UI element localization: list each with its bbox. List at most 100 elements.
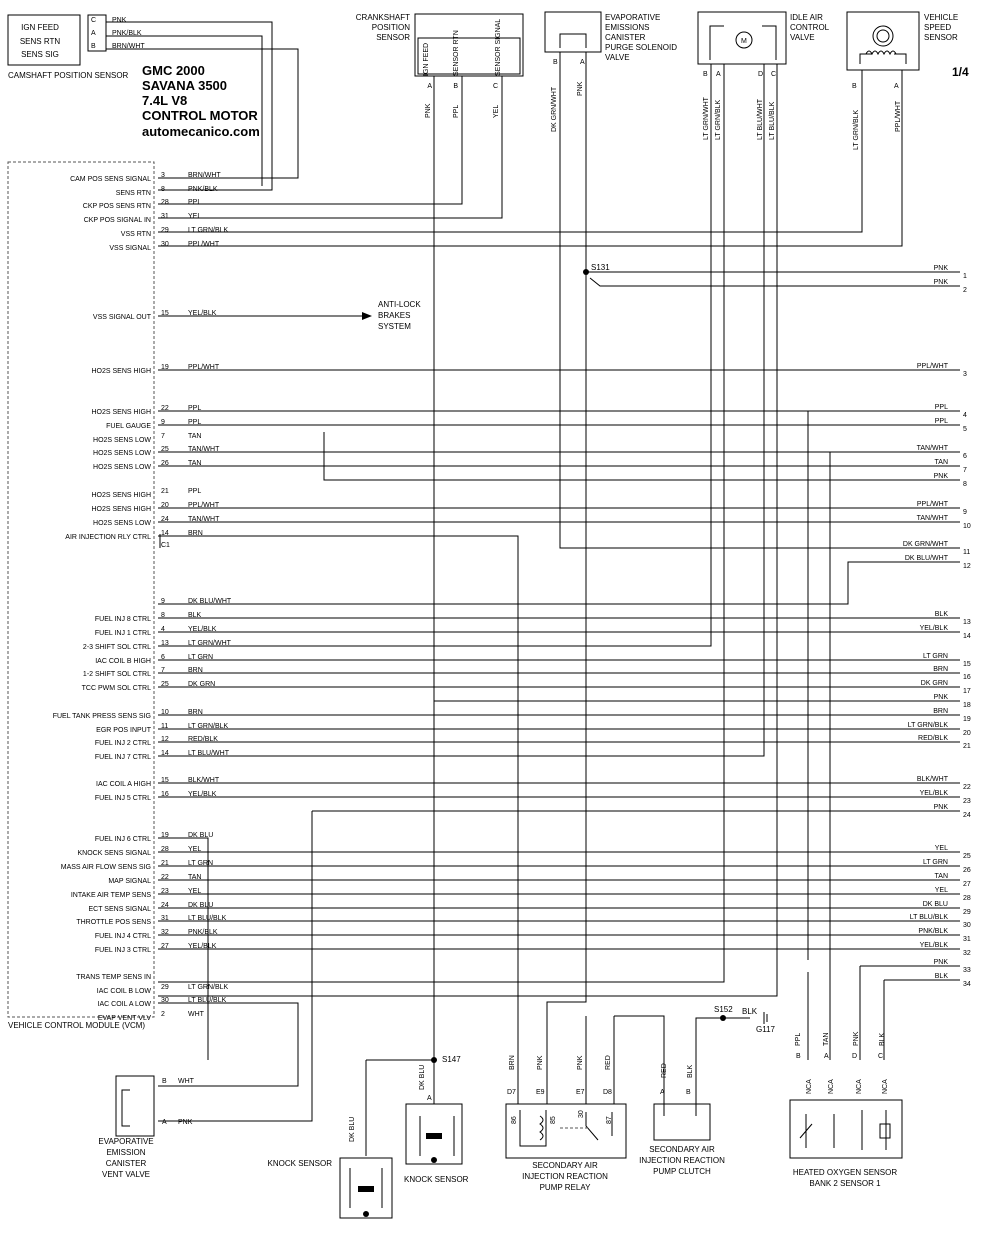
right-edge-wire: YEL/BLK (920, 625, 949, 632)
vcm-pin-number: 19 (161, 364, 169, 371)
vcm-pin-number: 9 (161, 598, 165, 605)
vcm-pin-label: FUEL TANK PRESS SENS SIG (53, 713, 151, 720)
vcm-pin-label: HO2S SENS LOW (93, 520, 151, 527)
vcm-pin-number: 11 (161, 723, 168, 730)
knock-sensor-2: DK BLU A KNOCK SENSOR (404, 1065, 469, 1184)
vcm-pin-number: 6 (161, 654, 165, 661)
clutch-wire-1: RED (661, 1063, 668, 1078)
ckp-wire-2: PPL (453, 105, 460, 118)
vehicle-speed-sensor: VEHICLE SPEED SENSOR B A LT GRN/BLK PPL/… (846, 11, 958, 150)
knock1-wire: DK BLU (349, 1117, 356, 1142)
iac-pin-b: B (703, 71, 708, 78)
vss-pin-b: B (852, 83, 857, 90)
abs-l1: ANTI-LOCK (378, 300, 421, 309)
vcm-pin-label: SENS RTN (116, 190, 151, 197)
vss-name-2: SPEED (924, 23, 951, 32)
vcm-pin-number: 28 (161, 199, 169, 206)
right-edge-wire: PPL/WHT (917, 501, 949, 508)
vcm-pin-number: 8 (161, 186, 165, 193)
vcm-pin-label: TRANS TEMP SENS IN (76, 974, 151, 981)
right-edge-wire: BRN (933, 708, 948, 715)
vcm-pin-label: FUEL INJ 5 CTRL (95, 795, 151, 802)
knock-sensor-1: DK BLU KNOCK SENSOR (268, 1117, 393, 1219)
evap-vent-valve: B WHT A PNK EVAPORATIVE EMISSION CANISTE… (98, 1075, 195, 1179)
right-edge-number: 25 (963, 853, 971, 860)
vcm-pin-label: HO2S SENS HIGH (91, 506, 151, 513)
vcm-pin-label: 1-2 SHIFT SOL CTRL (83, 671, 151, 678)
right-edge-wire: DK GRN/WHT (903, 541, 949, 548)
right-edge-wire: TAN (935, 459, 948, 466)
relay-name-1: SECONDARY AIR (532, 1161, 598, 1170)
vcm-pin-wire: BLK/WHT (188, 777, 220, 784)
right-edge-wire: YEL (935, 845, 948, 852)
splice-s147: S147 (442, 1055, 461, 1064)
vcm-pin-number: 8 (161, 612, 165, 619)
vent-name-1: EVAPORATIVE (98, 1137, 153, 1146)
vcm-pin-wire: LT BLU/BLK (188, 915, 227, 922)
vcm-pin-number: 28 (161, 846, 169, 853)
right-edge-wire: YEL (935, 887, 948, 894)
vcm-pin-label: THROTTLE POS SENS (76, 919, 151, 926)
clutch-pin-b: B (686, 1089, 691, 1096)
camshaft-position-sensor: IGN FEED SENS RTN SENS SIG C A B PNK PNK… (7, 14, 145, 80)
right-edge-number: 23 (963, 798, 971, 805)
right-edge-wire: TAN/WHT (917, 445, 949, 452)
vcm-pin-wire: LT GRN/WHT (188, 640, 232, 647)
relay-wire-1: BRN (509, 1055, 516, 1070)
right-edge-number: 4 (963, 412, 967, 419)
title-line-4: CONTROL MOTOR (142, 108, 258, 123)
right-edge-wire: YEL/BLK (920, 790, 949, 797)
vcm-pin-label: ECT SENS SIGNAL (88, 906, 151, 913)
vcm-pin-wire: PNK/BLK (188, 186, 218, 193)
vcm-pin-number: 24 (161, 902, 169, 909)
right-edge-wire: PNK (934, 279, 949, 286)
ho2s-pin-c: C (878, 1053, 883, 1060)
vcm-pin-label: IAC COIL A LOW (98, 1001, 152, 1008)
vcm-pin-number: 9 (161, 419, 165, 426)
vcm-pin-label: CAM POS SENS SIGNAL (70, 176, 151, 183)
right-edge-wire: PNK/BLK (918, 928, 948, 935)
ckp-pin-b: B (453, 83, 458, 90)
evap-purge-solenoid: EVAPORATIVE EMISSIONS CANISTER PURGE SOL… (544, 11, 677, 132)
vcm-pin-wire: PPL/WHT (188, 502, 220, 509)
vcm-pin-wire: BRN (188, 709, 203, 716)
splice-s131: S131 (591, 263, 610, 272)
vcm-pin-number: 21 (161, 488, 169, 495)
purge-wire-1: DK GRN/WHT (551, 86, 558, 132)
vcm-pin-number: 7 (161, 667, 165, 674)
vcm-name: VEHICLE CONTROL MODULE (VCM) (8, 1021, 145, 1030)
vcm-pin-number: 30 (161, 241, 169, 248)
vent-pin-b: B (162, 1078, 167, 1085)
vcm-pin-label: MASS AIR FLOW SENS SIG (61, 864, 151, 871)
vent-name-2: EMISSION (106, 1148, 145, 1157)
clutch-name-1: SECONDARY AIR (649, 1145, 715, 1154)
iac-wire-3: LT BLU/WHT (757, 98, 764, 140)
purge-pin-b: B (553, 59, 558, 66)
right-edge-number: 12 (963, 563, 971, 570)
ckp-name-2: POSITION (372, 23, 410, 32)
